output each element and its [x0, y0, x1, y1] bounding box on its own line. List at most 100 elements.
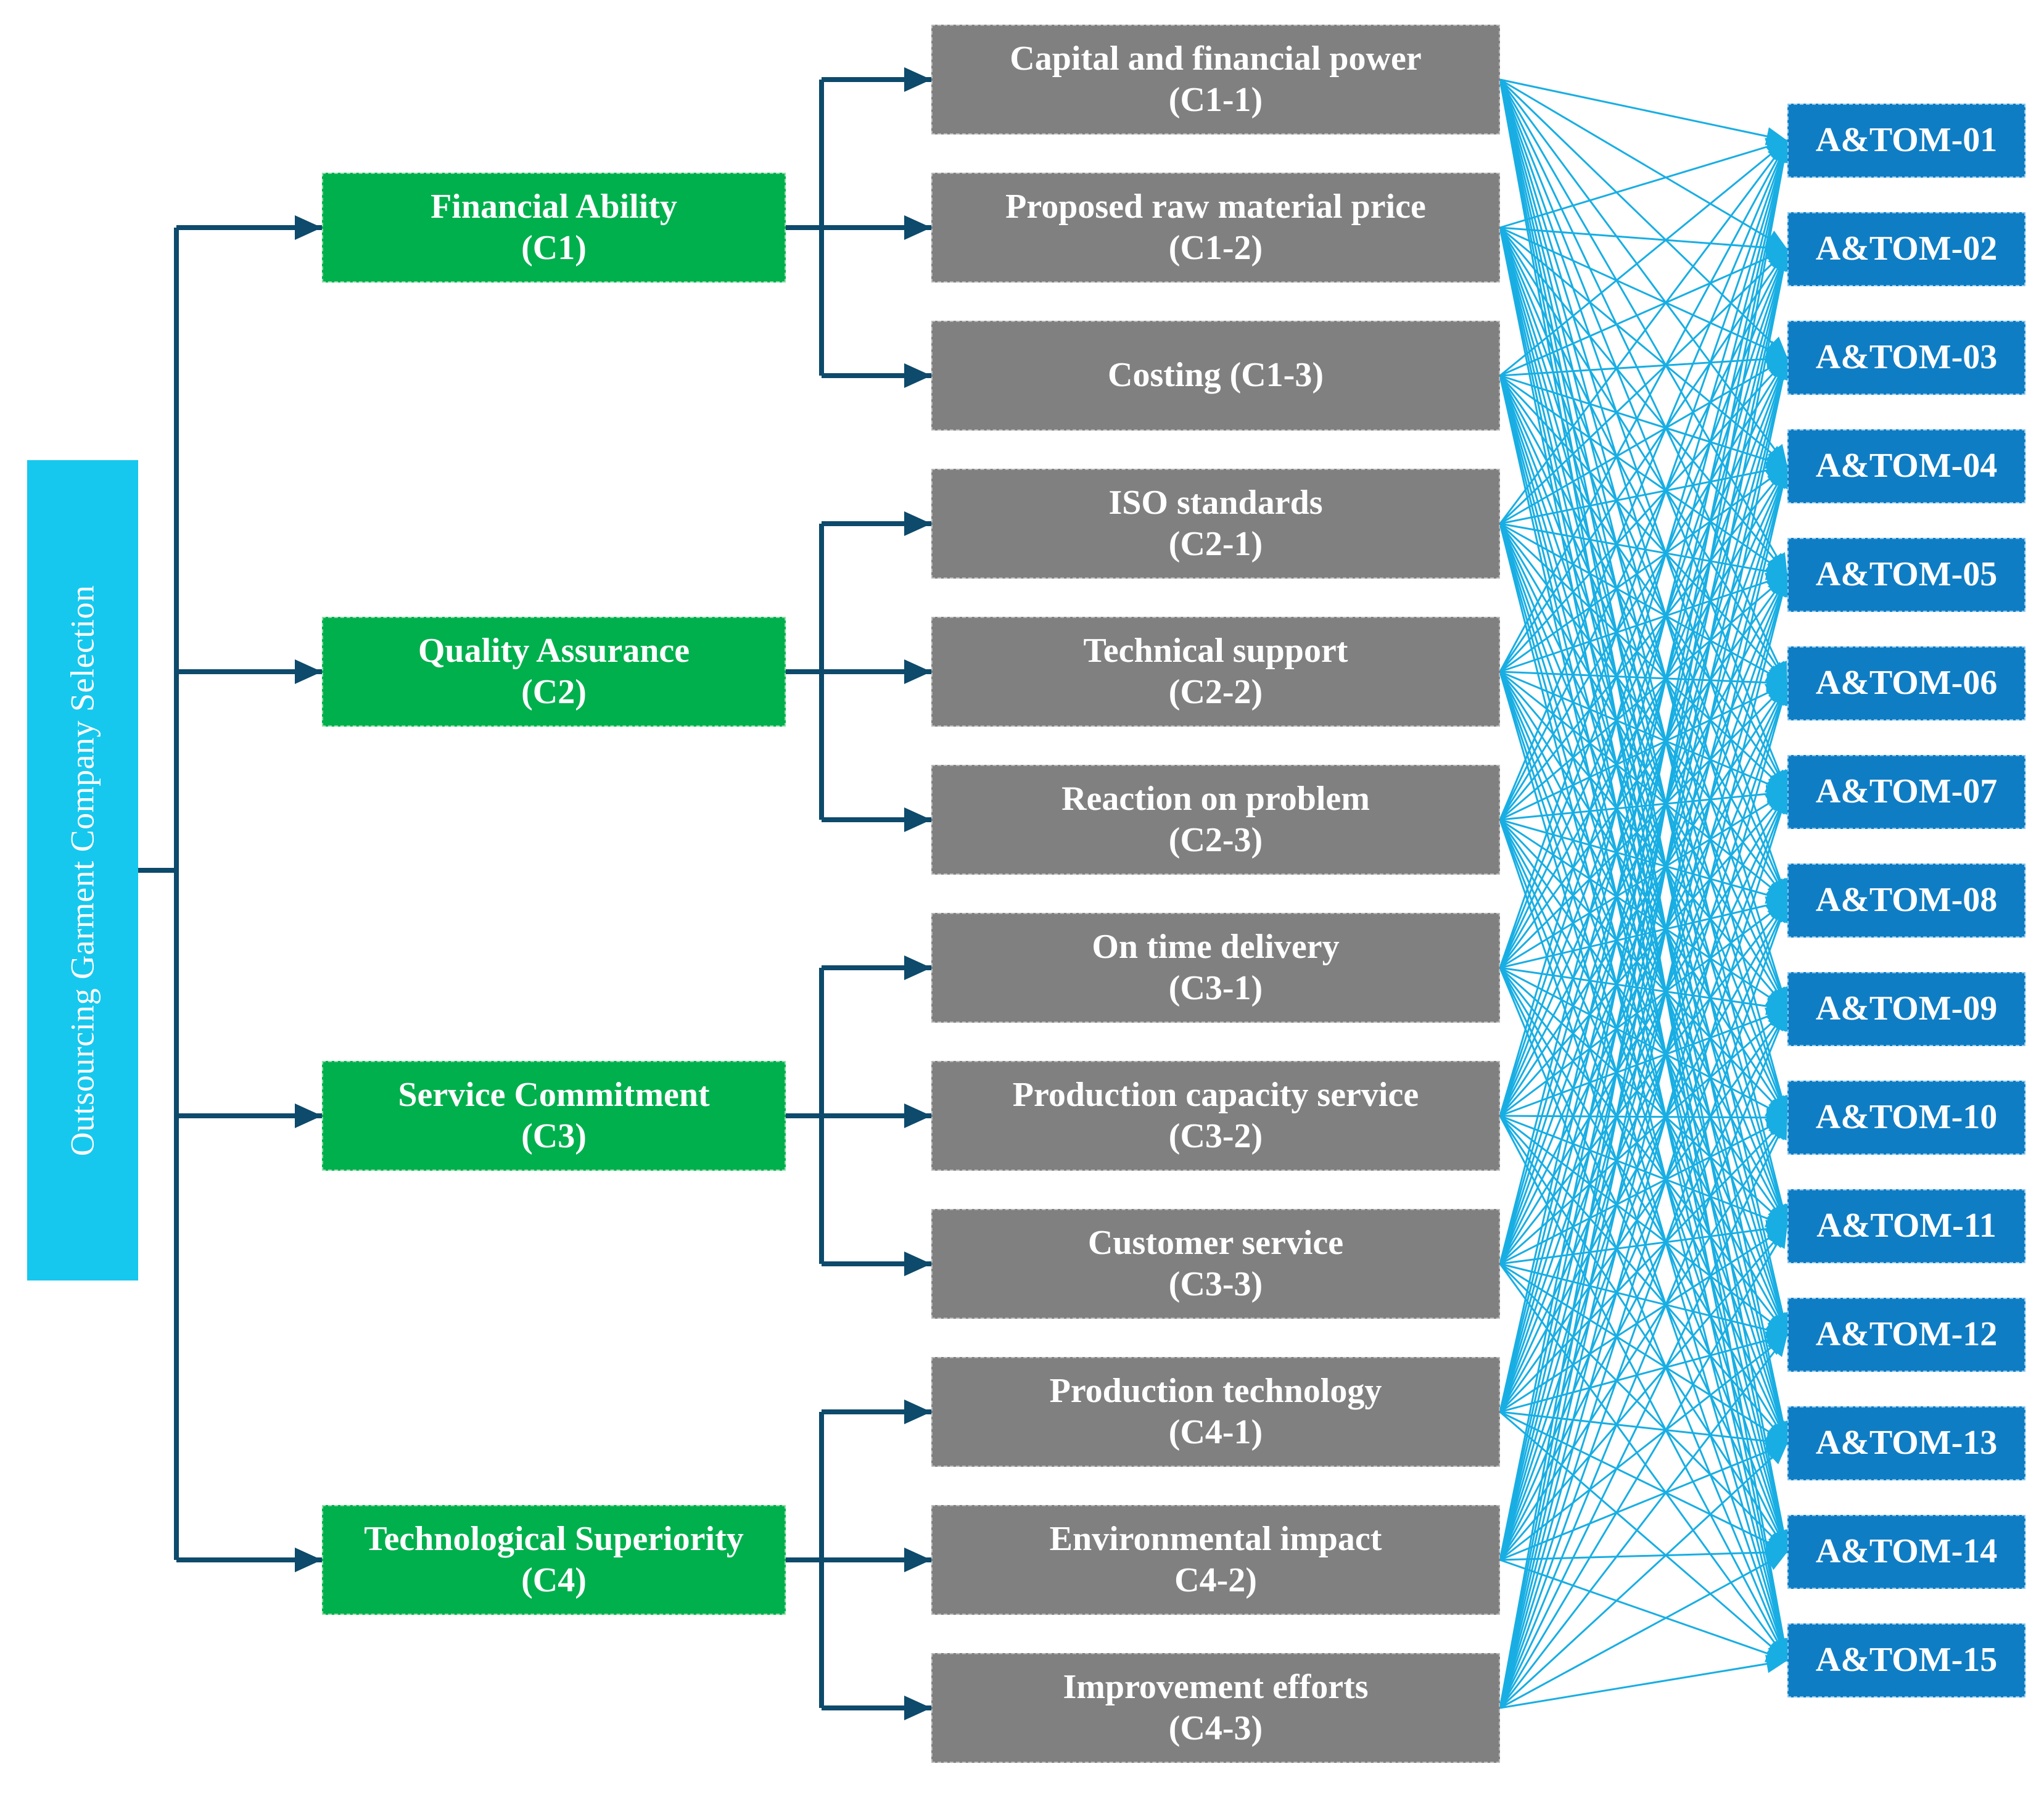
criterion-name: Service Commitment — [398, 1075, 710, 1114]
alternative-label: A&TOM-06 — [1815, 664, 1998, 703]
criterion-name: Quality Assurance — [418, 631, 690, 670]
alternative-link — [1499, 249, 1789, 672]
alternative-label: A&TOM-05 — [1815, 555, 1998, 594]
alternative-link — [1499, 683, 1790, 1561]
alternative-link — [1499, 139, 1788, 377]
alternative-link — [1499, 461, 1788, 525]
alternative-link — [1499, 523, 1789, 1010]
alternative-link — [1499, 249, 1789, 968]
alternative-link — [1499, 375, 1791, 1335]
alternative-01: A&TOM-01 — [1787, 104, 2025, 178]
alternative-link — [1499, 1008, 1789, 1709]
alternative-07: A&TOM-07 — [1787, 755, 2025, 829]
alternative-link — [1499, 1263, 1789, 1553]
subcriterion-code: (C1-2) — [1168, 229, 1263, 267]
alternative-link — [1499, 357, 1792, 1709]
alternative-label: A&TOM-09 — [1815, 989, 1998, 1028]
alternative-02: A&TOM-02 — [1787, 212, 2025, 286]
alternative-label: A&TOM-11 — [1816, 1206, 1997, 1245]
alternative-link — [1499, 523, 1791, 1444]
subcriterion-c3-3: Customer service (C3-3) — [931, 1209, 1500, 1319]
subcriterion-c2-2: Technical support (C2-2) — [931, 617, 1500, 727]
subcriterion-code: (C3-2) — [1168, 1117, 1263, 1155]
alternative-link — [1499, 1219, 1788, 1265]
alternative-link — [1499, 1411, 1788, 1451]
alternative-link — [1499, 671, 1789, 1444]
alternative-link — [1499, 523, 1789, 901]
goal-box: Outsourcing Garment Company Selection — [27, 460, 138, 1280]
alternative-link — [1499, 791, 1789, 1561]
alternative-link — [1499, 1117, 1789, 1709]
alternative-link — [1499, 967, 1789, 1335]
alternative-link — [1499, 1543, 1788, 1562]
alternative-05: A&TOM-05 — [1787, 538, 2025, 612]
subcriterion-code: C4-2) — [1174, 1561, 1257, 1599]
alternative-link — [1499, 791, 1789, 1412]
alternative-03: A&TOM-03 — [1787, 321, 2025, 395]
alternative-link — [1499, 375, 1789, 793]
alternative-link — [1499, 967, 1789, 1553]
alternative-link — [1499, 523, 1789, 1118]
alternative-link — [1499, 574, 1792, 1709]
alternative-label: A&TOM-10 — [1815, 1098, 1998, 1137]
subcriterion-label: Technical support — [1083, 631, 1348, 670]
criterion-c3: Service Commitment (C3) — [322, 1061, 786, 1171]
alternative-link — [1499, 900, 1789, 1709]
alternative-link — [1499, 227, 1789, 901]
alternative-link — [1499, 78, 1788, 250]
alternative-label: A&TOM-08 — [1815, 881, 1998, 920]
alternative-link — [1499, 572, 1788, 673]
alternative-link — [1499, 375, 1790, 1227]
subcriterion-c4-1: Production technology (C4-1) — [931, 1357, 1500, 1467]
subcriterion-label: Production capacity service — [1012, 1075, 1419, 1114]
subcriterion-label: Capital and financial power — [1010, 39, 1422, 78]
alternative-link — [1499, 140, 1791, 1116]
alternative-link — [1499, 140, 1793, 1709]
alternative-link — [1499, 574, 1789, 968]
alternative-link — [1499, 226, 1788, 257]
alternative-link — [1499, 1411, 1788, 1553]
alternative-link — [1499, 350, 1788, 377]
subcriterion-code: (C2-2) — [1168, 673, 1263, 711]
alternative-link — [1499, 138, 1788, 229]
alternative-10: A&TOM-10 — [1787, 1081, 2025, 1155]
alternative-link — [1499, 1226, 1789, 1709]
alternative-link — [1499, 227, 1792, 1553]
alternative-link — [1499, 140, 1789, 524]
alternative-link — [1499, 466, 1789, 1264]
alternative-link — [1499, 1108, 1788, 1127]
alternative-link — [1499, 248, 1788, 377]
alternative-link — [1499, 374, 1788, 469]
alternative-link — [1499, 819, 1788, 904]
subcriterion-label: Customer service — [1087, 1223, 1344, 1262]
alternative-link — [1499, 574, 1788, 821]
alternative-link — [1499, 357, 1791, 1412]
alternative-link — [1499, 670, 1788, 692]
alternative-13: A&TOM-13 — [1787, 1406, 2025, 1480]
alternative-link — [1499, 466, 1789, 820]
alternative-link — [1499, 671, 1789, 1010]
alternative-link — [1499, 683, 1789, 1412]
alternative-link — [1499, 1551, 1788, 1709]
criterion-name: Financial Ability — [431, 187, 677, 226]
alternative-link — [1499, 1334, 1789, 1709]
alternative-link — [1499, 819, 1788, 1010]
alternative-link — [1499, 375, 1791, 1444]
alternative-link — [1499, 357, 1788, 525]
alternative-link — [1499, 1115, 1789, 1444]
alternative-link — [1499, 249, 1792, 1412]
alternative-link — [1499, 227, 1791, 1227]
alternative-link — [1499, 374, 1788, 576]
alternative-link — [1499, 140, 1790, 968]
alternative-link — [1499, 522, 1789, 793]
alternative-link — [1499, 523, 1791, 1553]
subcriterion-label: ISO standards — [1108, 483, 1323, 522]
subcriterion-c1-3: Costing (C1-3) — [931, 321, 1500, 431]
subcriterion-c3-1: On time delivery (C3-1) — [931, 913, 1500, 1023]
alternative-link — [1499, 466, 1789, 968]
alternative-link — [1499, 1411, 1788, 1662]
alternative-link — [1499, 1115, 1789, 1553]
alternative-link — [1499, 227, 1789, 684]
alternative-link — [1499, 1263, 1788, 1445]
alternative-link — [1499, 967, 1788, 1016]
